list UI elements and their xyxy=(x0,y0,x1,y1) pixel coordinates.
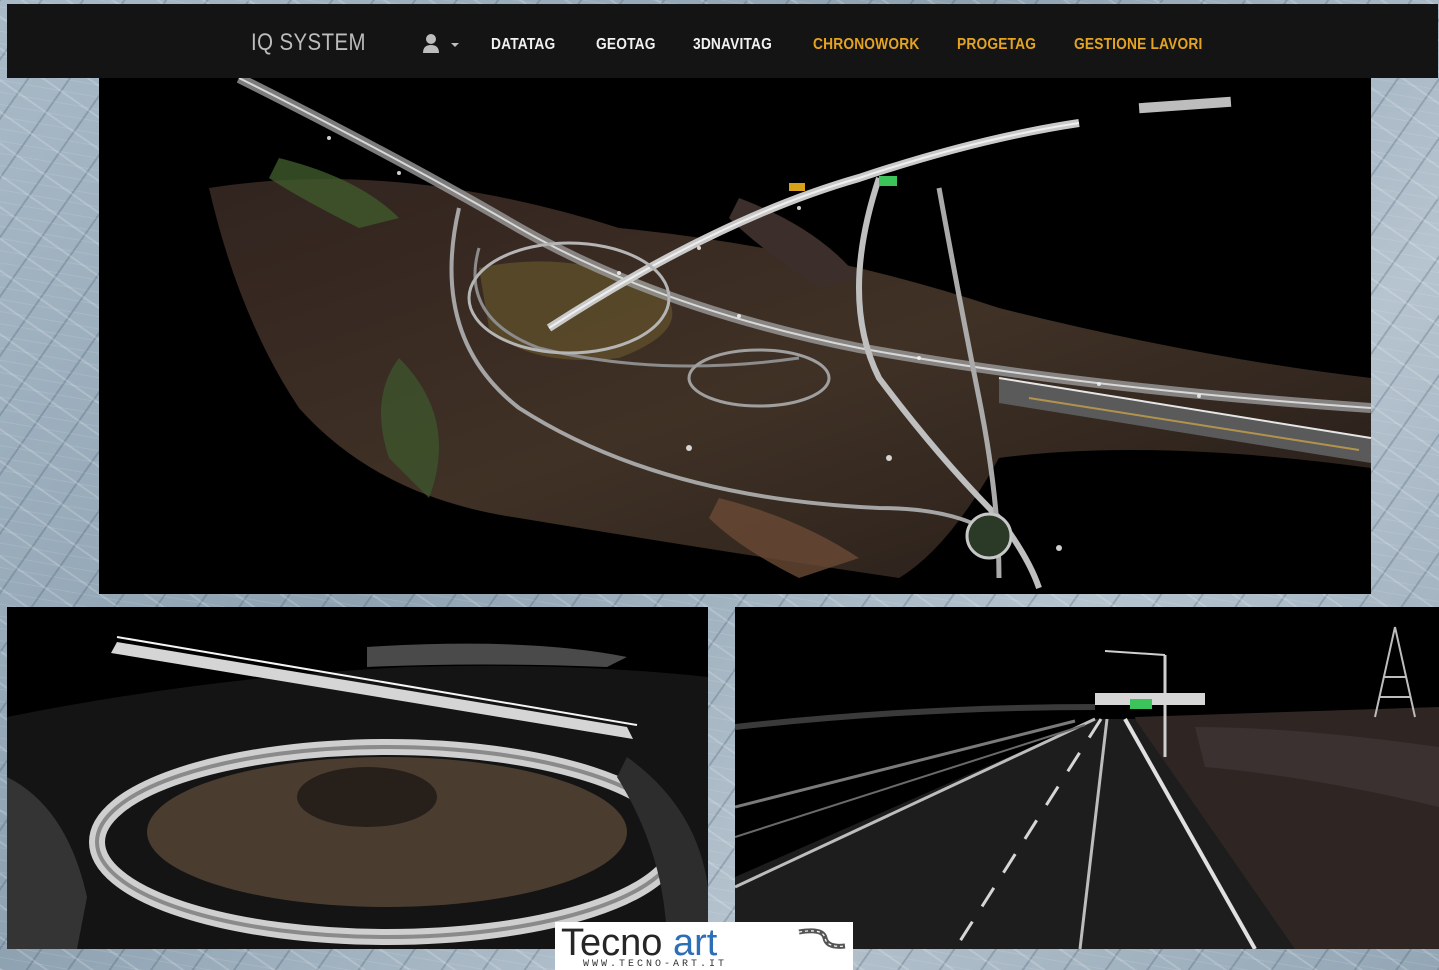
nav-geotag[interactable]: GEOTAG xyxy=(596,36,656,53)
nav-datatag[interactable]: DATATAG xyxy=(491,36,556,53)
nav-progetag[interactable]: PROGETAG xyxy=(957,36,1037,53)
pointcloud-loop-ramp-view xyxy=(7,607,708,949)
nav-chronowork[interactable]: CHRONOWORK xyxy=(813,36,920,53)
logo-word-accent: art xyxy=(672,922,718,964)
brand-link[interactable]: IQ SYSTEM xyxy=(251,29,366,56)
user-menu-dropdown[interactable] xyxy=(421,31,465,57)
tecno-art-logo: Tecno art WWW.TECNO-ART.IT xyxy=(555,922,853,970)
nav-3dnavitag[interactable]: 3DNAVITAG xyxy=(693,36,773,53)
caret-down-icon xyxy=(451,43,459,47)
road-swoosh-icon xyxy=(798,928,846,949)
top-navbar: IQ SYSTEM DATATAG GEOTAG 3DNAVITAG CHRON… xyxy=(7,4,1438,78)
pointcloud-interchange-view xyxy=(99,78,1371,594)
pointcloud-road-view xyxy=(735,607,1439,949)
user-icon xyxy=(423,34,439,53)
logo-word-main: Tecno xyxy=(561,922,663,964)
logo-url: WWW.TECNO-ART.IT xyxy=(583,959,728,970)
logo-wordmark: Tecno art xyxy=(561,922,717,964)
nav-gestione-lavori[interactable]: GESTIONE LAVORI xyxy=(1074,36,1203,53)
